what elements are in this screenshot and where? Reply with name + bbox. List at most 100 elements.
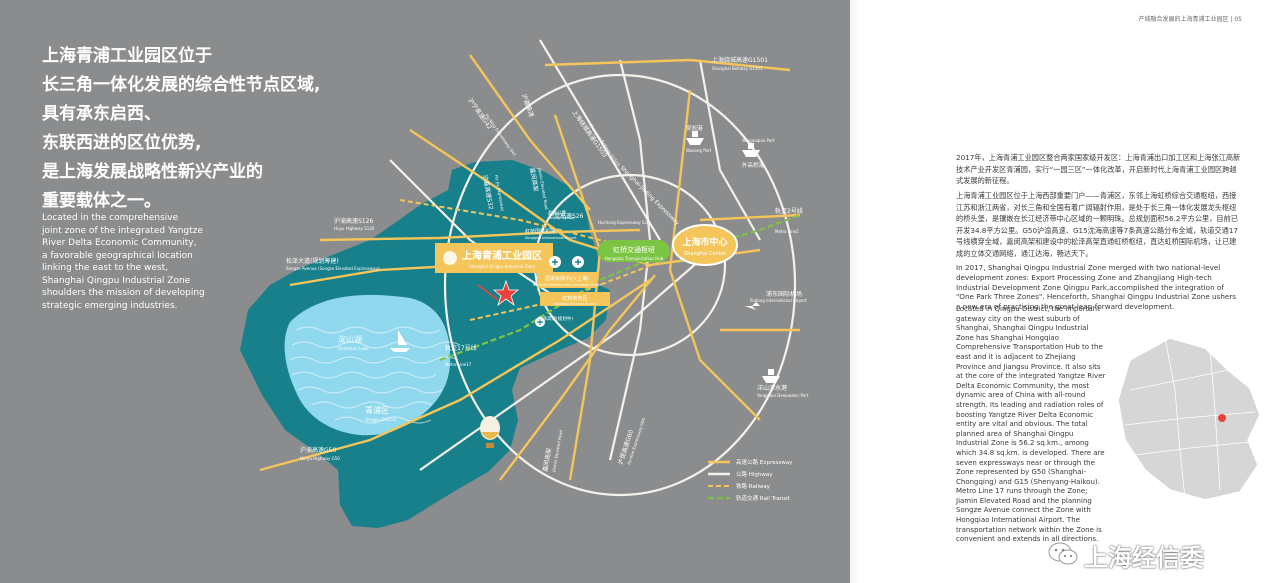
paragraph-en-2: Located in Qingpu District, the importan… [956,305,1106,544]
headline-line: 具有承东启西、 [42,104,161,124]
shanghai-center-marker: 上海市中心 Shanghai Center [672,224,738,266]
headline-en: Located in the comprehensive joint zone … [42,212,257,312]
expressway-network [259,54,801,481]
expressway-metro2-road [699,213,801,222]
headline-en-line: River Delta Economic Community, [42,238,197,248]
outer-ring-road [443,73,797,497]
svg-text:青浦区: 青浦区 [365,405,389,415]
svg-text:北青公路: 北青公路 [548,209,566,216]
svg-text:虹桥商务区: 虹桥商务区 [562,295,587,302]
headline-en-line: strategic emerging industries. [42,300,178,311]
park-location-star [477,279,520,307]
svg-text:吴淞港: 吴淞港 [686,124,703,132]
page-fold [850,0,860,583]
highway-nw [389,159,561,301]
svg-text:沪渝高速G50: 沪渝高速G50 [300,446,336,454]
airplane-icon [549,256,561,268]
wechat-icon [1048,542,1078,565]
svg-text:Songze Avenue (Songze Elevated: Songze Avenue (Songze Elevated Expresswa… [286,266,380,271]
svg-text:沪渝高速S126: 沪渝高速S126 [334,217,373,225]
highway-n [539,39,661,241]
park-logo-banner: 上海青浦工业园区 Shanghai Qingpu Industrial Zone [435,243,553,273]
paragraph-cn-1: 2017年，上海青浦工业园区整合两家国家级开发区：上海青浦出口加工区和上海张江高… [956,153,1241,185]
svg-text:Shanghai Center: Shanghai Center [684,251,727,257]
expressway-east [668,89,761,421]
text-panel: 产城融合发展的上海青浦工业园区 | 05 2017年，上海青浦工业园区整合两家国… [860,0,1280,583]
svg-text:Hu-Jia Expressway: Hu-Jia Expressway [494,174,505,212]
expressway-g1501 [544,58,791,72]
yangtze-delta-inset-map [1117,337,1261,501]
svg-text:松泽大道(规划筹建): 松泽大道(规划筹建) [286,257,339,265]
paragraph-cn-2: 上海青浦工业园区位于上海西部重要门户——青浦区，东邻上海虹桥综合交通枢纽，西接江… [956,191,1238,258]
inset-borders [1124,337,1256,499]
location-map: 虹桥交通枢纽 Hongqiao Transportation Hub 上海市中心… [240,39,809,528]
svg-text:Yangshan Deepwater Port: Yangshan Deepwater Port [756,393,809,398]
sailboat-icon [390,330,410,352]
legend-label-rail: 轨道交通 Rail Transit [736,494,791,502]
watermark: 上海经信委 [1048,538,1248,574]
business-district-label: 虹桥商务区 Hongqiao Business District [540,292,610,306]
svg-text:沪常高速S26: 沪常高速S26 [548,212,584,220]
svg-text:Hongqiao Transportation Hub: Hongqiao Transportation Hub [605,256,664,261]
metro-line-2 [689,213,801,252]
ship-icon [742,143,760,157]
svg-text:Metro Line17: Metro Line17 [445,362,472,367]
svg-text:Jiamin Elevated Road: Jiamin Elevated Road [551,429,564,473]
hot-air-balloon-icon [480,416,500,448]
svg-text:虹桥国际机场: 虹桥国际机场 [525,228,555,235]
svg-text:Dianshan Lake: Dianshan Lake [338,346,369,351]
svg-text:浦东国际机场: 浦东国际机场 [766,290,802,298]
headline-en-line: joint zone of the integrated Yangtze [42,225,203,236]
page-header: 产城融合发展的上海青浦工业园区 | 05 [1138,16,1242,23]
svg-text:外高桥港: 外高桥港 [742,161,765,169]
svg-text:Shanghai-Jiading Expressway: Shanghai-Jiading Expressway [619,165,681,227]
svg-text:Huchang Expressway S26: Huchang Expressway S26 [598,220,650,225]
svg-text:Huyu Highway S126: Huyu Highway S126 [334,226,375,231]
inset-region [1117,337,1261,501]
ship-icon [762,369,780,383]
legend-label-expressway: 高速公路 Expressway [736,458,793,466]
legend-label-railway: 铁路 Railway [736,482,771,490]
headline-en-line: shoulders the mission of developing [42,288,205,298]
svg-text:上海绕城高速G1501: 上海绕城高速G1501 [712,56,768,64]
expo-center-label: 国家会展中心(上海) National Exhibition and Conve… [533,272,602,288]
svg-text:洋山深水港: 洋山深水港 [757,384,787,392]
svg-text:上海绕城高速G1503: 上海绕城高速G1503 [570,109,609,160]
headline-en-line: linking the east to the west, [42,263,168,273]
svg-text:沪嘉高速: 沪嘉高速 [520,93,536,118]
headline-en-line: Located in the comprehensive [42,213,179,223]
headline-line: 上海青浦工业园区位于 [42,46,212,66]
highway-sw [419,259,701,471]
headline-cn: 上海青浦工业园区位于 长三角一体化发展的综合性节点区域, 具有承东启西、 东联西… [42,42,342,216]
watermark-text: 上海经信委 [1084,544,1204,572]
map-panel: 虹桥交通枢纽 Hongqiao Transportation Hub 上海市中心… [0,0,850,583]
svg-text:国家会展中心(上海): 国家会展中心(上海) [545,275,589,282]
airplane-icon [572,256,584,268]
expressway-s26 [319,228,641,242]
svg-text:轨交2号线: 轨交2号线 [775,207,803,215]
headline-line: 是上海发展战略性新兴产业的 [42,162,263,182]
svg-text:Wusong Port: Wusong Port [686,148,712,153]
airplane-icon [745,302,760,310]
headline-line: 长三角一体化发展的综合性节点区域, [42,75,321,95]
lake-wave-pattern [289,326,461,424]
svg-text:National Exhibition and Conven: National Exhibition and Convention Cente… [533,283,602,287]
svg-text:上海青浦工业园区: 上海青浦工业园区 [462,249,542,262]
svg-text:Hu-yu Highway G50: Hu-yu Highway G50 [300,456,340,461]
svg-text:Metro Line2: Metro Line2 [775,229,799,234]
metro-line-17 [439,253,661,362]
svg-text:淀山湖: 淀山湖 [338,334,362,344]
svg-text:轨交17号线: 轨交17号线 [445,344,477,352]
headline-line: 重要载体之一。 [42,191,161,211]
expressway-s5 [469,54,591,211]
svg-text:松泽高架(规划中): 松泽高架(规划中) [538,315,573,322]
svg-text:Shanghai Beltway G1501: Shanghai Beltway G1501 [712,66,763,71]
svg-text:上海市中心: 上海市中心 [682,236,727,248]
inset-location-marker [1218,414,1226,422]
expressway-g50 [259,279,651,472]
svg-text:Qingpu District: Qingpu District [365,417,397,422]
svg-text:Hongqiao International Airport: Hongqiao International Airport [525,236,577,240]
svg-text:虹桥交通枢纽: 虹桥交通枢纽 [613,245,655,254]
hongqiao-airport-label: 虹桥国际机场 Hongqiao International Airport [525,228,577,240]
